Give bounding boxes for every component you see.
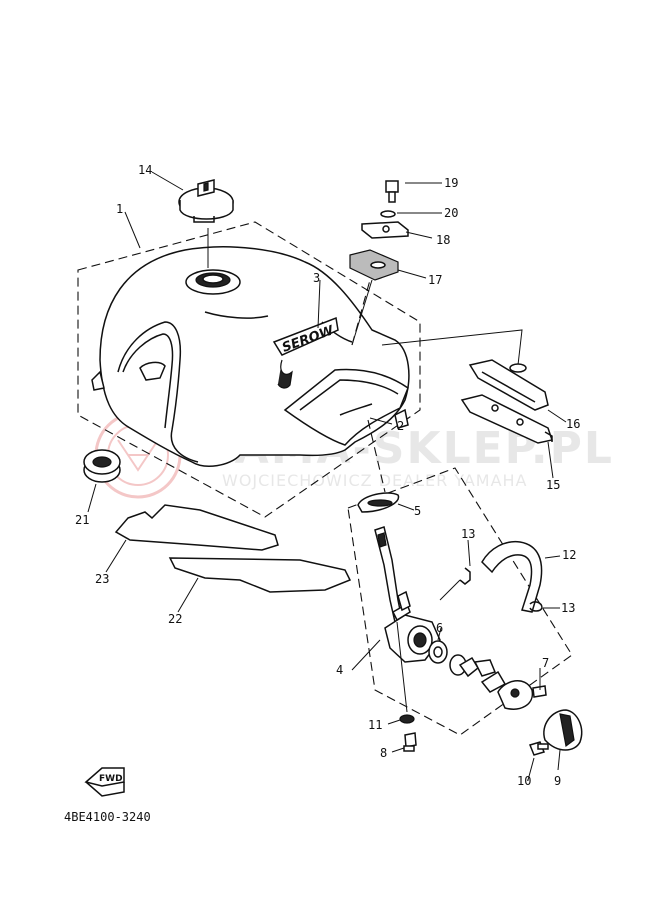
fuel-cap — [178, 179, 234, 223]
oring-6 — [428, 640, 467, 676]
gasket-5 — [357, 492, 400, 513]
callout-13-upper: 13 — [461, 527, 475, 541]
callout-leaders — [87, 171, 567, 781]
damper-guide — [351, 279, 371, 346]
bolt-8 — [403, 732, 417, 752]
callout-15: 15 — [546, 478, 560, 492]
callout-2: 2 — [397, 419, 404, 433]
fwd-label: FWD — [99, 774, 123, 784]
callout-6: 6 — [436, 621, 443, 635]
callout-5: 5 — [414, 504, 421, 518]
fwd-arrow-icon: FWD — [84, 767, 125, 797]
bracket-16 — [468, 359, 549, 411]
callout-14: 14 — [138, 163, 152, 177]
callout-11: 11 — [368, 718, 382, 732]
callout-22: 22 — [168, 612, 182, 626]
callout-9: 9 — [554, 774, 561, 788]
callout-10: 10 — [517, 774, 531, 788]
callout-23: 23 — [95, 572, 109, 586]
bracket-15 — [460, 394, 553, 444]
callout-16: 16 — [566, 417, 580, 431]
grommet-21 — [83, 449, 121, 483]
clip-13-upper — [459, 567, 471, 585]
pad-22 — [168, 557, 352, 593]
plate-18 — [361, 221, 409, 239]
callout-4: 4 — [336, 663, 343, 677]
callout-7: 7 — [542, 656, 549, 670]
washer-20 — [380, 210, 396, 218]
screw-10 — [528, 741, 549, 756]
gasket-guide — [367, 419, 386, 493]
bolt-guide — [396, 621, 408, 713]
clip-guide — [439, 579, 461, 601]
lever-plate — [497, 680, 547, 710]
tank-assembly-outline — [77, 221, 421, 518]
hose-12 — [481, 540, 543, 613]
valve-plunger — [458, 656, 507, 693]
watermark-sub-text: WOJCIECHOWICZ DEALER YAMAHA — [222, 471, 528, 490]
clip-13-lower — [529, 601, 543, 612]
damper-to-tank-line — [351, 279, 373, 346]
washer-11 — [399, 714, 415, 724]
callout-19: 19 — [444, 176, 458, 190]
callout-3: 3 — [313, 271, 320, 285]
callout-18: 18 — [436, 233, 450, 247]
callout-labels: 1 2 3 4 5 6 7 8 9 10 11 12 13 13 14 15 1… — [75, 163, 580, 788]
tank-to-bracket-line — [381, 329, 523, 366]
callout-20: 20 — [444, 206, 458, 220]
callout-8: 8 — [380, 746, 387, 760]
fuel-cock-body — [374, 526, 441, 663]
pad-23 — [114, 504, 279, 551]
callout-1: 1 — [116, 202, 123, 216]
callout-13-lower: 13 — [561, 601, 575, 615]
diagram-code: 4BE4100-3240 — [64, 810, 151, 824]
callout-21: 21 — [75, 513, 89, 527]
fuel-tank: SEROW — [91, 246, 410, 467]
lever-knob — [543, 709, 583, 751]
bolt-19 — [385, 180, 399, 203]
damper-17 — [349, 249, 399, 281]
callout-17: 17 — [428, 273, 442, 287]
callout-12: 12 — [562, 548, 576, 562]
